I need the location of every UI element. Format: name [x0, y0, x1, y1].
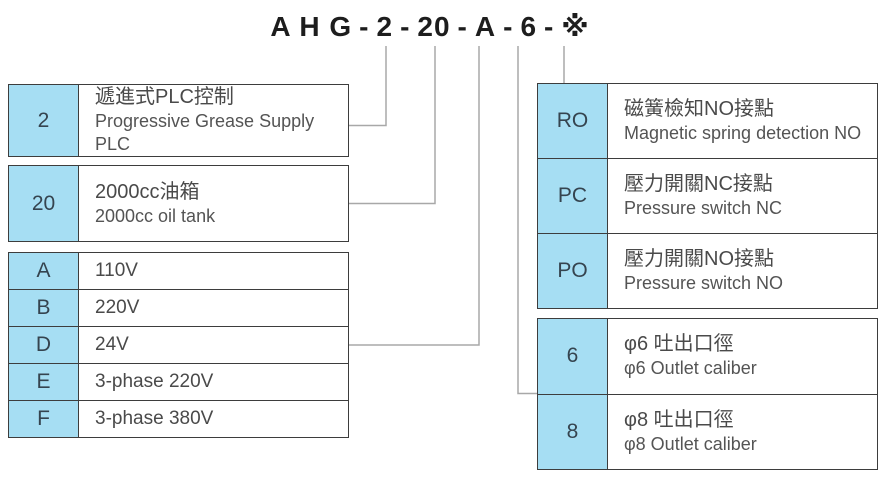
description-cell: φ6 吐出口徑 φ6 Outlet caliber — [608, 319, 877, 394]
code-part-plc: 2 — [376, 11, 394, 42]
code-cell: D — [9, 327, 79, 363]
table-row: B 220V — [9, 289, 348, 326]
code-cell: PC — [538, 159, 608, 233]
description-cell: 壓力開關NO接點 Pressure switch NO — [608, 234, 877, 308]
code-part-tank: 20 — [417, 11, 451, 42]
code-part-ahg: A H G — [270, 11, 353, 42]
description-cell: 3-phase 380V — [79, 401, 348, 437]
code-cell: PO — [538, 234, 608, 308]
code-cell: 20 — [9, 166, 79, 241]
table-row: PO 壓力開關NO接點 Pressure switch NO — [538, 233, 877, 308]
code-cell: E — [9, 364, 79, 400]
code-part-voltage: A — [474, 11, 497, 42]
option-table-outlet: 6 φ6 吐出口徑 φ6 Outlet caliber 8 φ8 吐出口徑 φ8… — [537, 318, 878, 470]
table-row: 8 φ8 吐出口徑 φ8 Outlet caliber — [538, 393, 877, 470]
connector-voltage — [349, 46, 480, 346]
table-row: PC 壓力開關NC接點 Pressure switch NC — [538, 158, 877, 233]
description-zh: 壓力開關NO接點 — [624, 248, 774, 270]
description-zh: 2000cc油箱 — [95, 180, 200, 203]
option-table-detection: RO 磁簧檢知NO接點 Magnetic spring detection NO… — [537, 83, 878, 309]
code-part-outlet: 6 — [520, 11, 538, 42]
connector-tank — [349, 46, 436, 205]
code-separator: - — [400, 11, 411, 42]
description-zh: 遞進式PLC控制 — [95, 86, 234, 108]
option-table-voltage: A 110V B 220V D 24V E 3-phase 220V F — [8, 252, 349, 438]
code-cell: RO — [538, 84, 608, 158]
table-row: E 3-phase 220V — [9, 363, 348, 400]
description-zh: φ6 吐出口徑 — [624, 333, 734, 356]
code-separator: - — [503, 11, 514, 42]
description-label: 110V — [95, 260, 138, 281]
table-row: 2 遞進式PLC控制 Progressive Grease Supply PLC — [9, 85, 348, 156]
description-label: 3-phase 220V — [95, 371, 214, 392]
connector-outlet — [517, 46, 537, 395]
description-label: 3-phase 380V — [95, 408, 214, 429]
code-cell: 8 — [538, 394, 608, 469]
code-cell: 6 — [538, 319, 608, 394]
description-cell: 220V — [79, 290, 348, 326]
table-row: D 24V — [9, 326, 348, 363]
description-cell: 24V — [79, 327, 348, 363]
description-zh: 磁簧檢知NO接點 — [624, 98, 774, 120]
description-cell: 2000cc油箱 2000cc oil tank — [79, 166, 348, 241]
description-label: 24V — [95, 334, 129, 355]
code-separator: - — [359, 11, 370, 42]
reference-mark: ※ — [561, 10, 590, 43]
description-cell: 遞進式PLC控制 Progressive Grease Supply PLC — [79, 85, 348, 156]
description-cell: 110V — [79, 253, 348, 289]
code-separator: - — [544, 11, 555, 42]
table-row: RO 磁簧檢知NO接點 Magnetic spring detection NO — [538, 84, 877, 158]
description-cell: φ8 吐出口徑 φ8 Outlet caliber — [608, 395, 877, 470]
table-row: 6 φ6 吐出口徑 φ6 Outlet caliber — [538, 319, 877, 394]
description-zh: 壓力開關NC接點 — [624, 173, 773, 195]
connector-plc — [349, 46, 387, 127]
description-label: 220V — [95, 297, 140, 318]
code-separator: - — [457, 11, 468, 42]
code-cell: F — [9, 401, 79, 437]
option-table-plc: 2 遞進式PLC控制 Progressive Grease Supply PLC — [8, 84, 349, 157]
model-code-title: A H G - 2 - 20 - A - 6 - ※ — [270, 10, 589, 43]
description-cell: 壓力開關NC接點 Pressure switch NC — [608, 159, 877, 233]
description-en: Progressive Grease Supply PLC — [95, 111, 315, 154]
description-en: Magnetic spring detection NO — [624, 123, 862, 143]
description-en: Pressure switch NO — [624, 273, 784, 293]
description-en: 2000cc oil tank — [95, 205, 216, 226]
code-cell: 2 — [9, 85, 79, 156]
option-table-tank: 20 2000cc油箱 2000cc oil tank — [8, 165, 349, 242]
code-cell: B — [9, 290, 79, 326]
table-row: A 110V — [9, 253, 348, 289]
code-cell: A — [9, 253, 79, 289]
table-row: F 3-phase 380V — [9, 400, 348, 437]
description-cell: 3-phase 220V — [79, 364, 348, 400]
description-zh: φ8 吐出口徑 — [624, 408, 734, 431]
table-row: 20 2000cc油箱 2000cc oil tank — [9, 166, 348, 241]
description-en: φ6 Outlet caliber — [624, 358, 757, 379]
description-en: φ8 Outlet caliber — [624, 433, 757, 454]
description-cell: 磁簧檢知NO接點 Magnetic spring detection NO — [608, 84, 877, 158]
description-en: Pressure switch NC — [624, 198, 783, 218]
